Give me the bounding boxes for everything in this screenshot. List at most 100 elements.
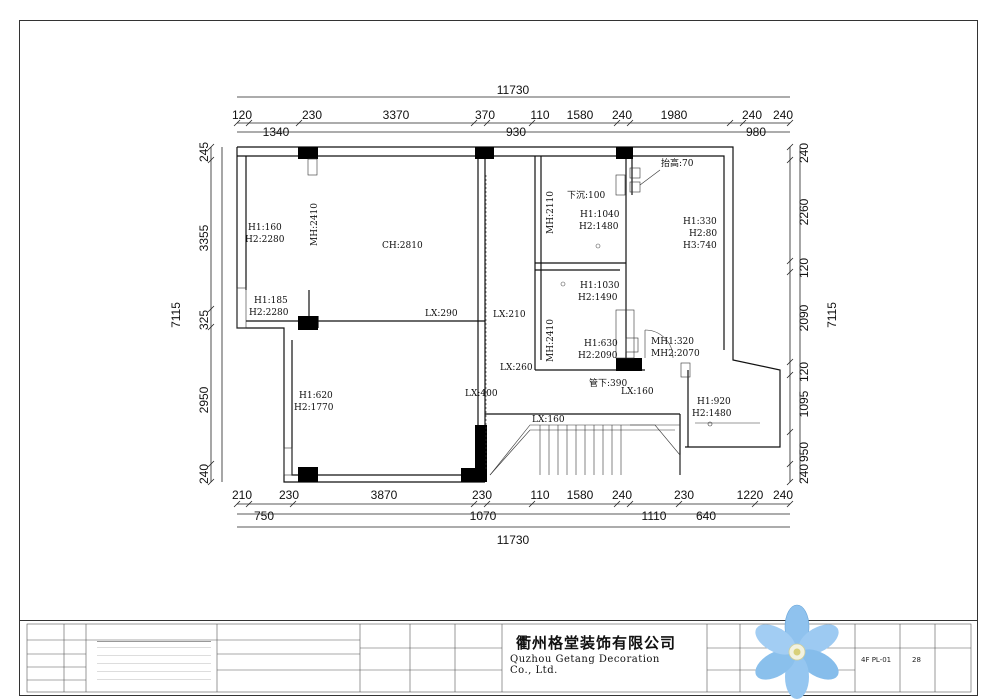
left-low-h2: H2:1770 [294, 403, 334, 413]
dims-top-row2: 1340 930 980 [263, 125, 767, 139]
dims-bottom-row1: 210 230 3870 230 110 1580 240 230 1220 2… [232, 488, 793, 502]
room-labels: H1:160 H2:2280 MH:2410 CH:2810 H1:185 H2… [245, 157, 732, 425]
svg-text:2090: 2090 [797, 304, 811, 331]
lx-400: LX:400 [465, 389, 498, 399]
svg-text:1220: 1220 [737, 488, 764, 502]
right-up-h2: H2:80 [689, 229, 717, 239]
mid-up-mh: MH:2110 [546, 191, 556, 234]
svg-text:3355: 3355 [197, 224, 211, 251]
page-number: 28 [912, 656, 921, 664]
svg-text:2260: 2260 [797, 198, 811, 225]
lx-210: LX:210 [493, 310, 526, 320]
walls [236, 146, 781, 483]
svg-text:1070: 1070 [470, 509, 497, 523]
svg-text:3870: 3870 [371, 488, 398, 502]
svg-text:240: 240 [797, 143, 811, 163]
svg-text:230: 230 [279, 488, 299, 502]
svg-text:120: 120 [797, 362, 811, 382]
structural-columns [298, 147, 642, 482]
svg-text:1095: 1095 [797, 390, 811, 417]
svg-text:230: 230 [302, 108, 322, 122]
svg-text:750: 750 [254, 509, 274, 523]
svg-text:2950: 2950 [197, 386, 211, 413]
mid-mid-h2: H2:1490 [578, 293, 618, 303]
svg-text:1580: 1580 [567, 108, 594, 122]
svg-text:3370: 3370 [383, 108, 410, 122]
svg-text:1110: 1110 [642, 509, 667, 523]
lx-290: LX:290 [425, 309, 458, 319]
svg-text:110: 110 [530, 488, 549, 502]
svg-text:7115: 7115 [825, 302, 839, 328]
svg-text:1340: 1340 [263, 125, 290, 139]
svg-text:240: 240 [797, 464, 811, 484]
mid-up-h1: H1:1040 [580, 210, 620, 220]
dimension-ticks [207, 119, 794, 508]
living-h1: H1:160 [248, 223, 282, 233]
svg-text:245: 245 [197, 142, 211, 162]
company-name-en: Quzhou Getang Decoration Co., Ltd. [510, 654, 660, 676]
general-notes [97, 633, 211, 684]
living-h2: H2:2280 [245, 235, 285, 245]
dims-top-row1: 120 230 3370 370 110 1580 240 1980 240 2… [232, 108, 793, 122]
dimension-lines [210, 96, 801, 528]
floor-drain-icon [595, 243, 601, 249]
svg-text:1580: 1580 [567, 488, 594, 502]
right-low-h2: H2:1480 [692, 409, 732, 419]
dims-left: 245 3355 325 2950 240 7115 [169, 142, 211, 484]
dim-bottom-total: 11730 [497, 533, 530, 547]
lx-160-right: LX:160 [621, 387, 654, 397]
svg-text:1980: 1980 [661, 108, 688, 122]
left-low-h1: H1:620 [299, 391, 333, 401]
svg-text:230: 230 [674, 488, 694, 502]
svg-text:930: 930 [506, 125, 526, 139]
company-name-cn: 衢州格堂装饰有限公司 [516, 634, 677, 652]
right-low-h1: H1:920 [697, 397, 731, 407]
svg-text:240: 240 [197, 464, 211, 484]
svg-text:370: 370 [475, 108, 495, 122]
sheet-number: 4F PL-01 [861, 656, 892, 664]
right-up-raise: 抬高:70 [661, 157, 694, 169]
left-mid-h1: H1:185 [254, 296, 288, 306]
dims-right: 240 2260 120 2090 120 1095 950 240 7115 [797, 143, 839, 484]
mid-up-h2: H2:1480 [579, 222, 619, 232]
right-up-h1: H1:330 [683, 217, 717, 227]
svg-text:240: 240 [612, 108, 632, 122]
svg-text:120: 120 [232, 108, 252, 122]
dims-bottom-row2: 750 1070 1110 640 [254, 509, 716, 523]
mid-mid-h1: H1:1030 [580, 281, 620, 291]
svg-text:640: 640 [696, 509, 716, 523]
pipe-drop: 管下:390 [589, 377, 627, 389]
sheet-border [19, 20, 978, 696]
floor-drain-icon [560, 281, 566, 287]
lx-160-stair: LX:160 [532, 415, 565, 425]
svg-text:210: 210 [232, 488, 252, 502]
svg-text:325: 325 [197, 310, 211, 330]
right-door-mh2: MH2:2070 [651, 349, 700, 359]
svg-text:7115: 7115 [169, 302, 183, 328]
svg-text:230: 230 [472, 488, 492, 502]
svg-text:240: 240 [742, 108, 762, 122]
svg-text:980: 980 [746, 125, 766, 139]
dim-top-total: 11730 [497, 83, 530, 97]
svg-text:950: 950 [797, 442, 811, 462]
svg-text:110: 110 [530, 108, 549, 122]
svg-text:240: 240 [612, 488, 632, 502]
living-mh: MH:2410 [310, 203, 320, 246]
right-door-mh1: MH1:320 [651, 337, 694, 347]
fixtures [236, 158, 760, 476]
right-up-h3: H3:740 [683, 241, 717, 251]
lx-260: LX:260 [500, 363, 533, 373]
svg-text:120: 120 [797, 258, 811, 278]
svg-text:240: 240 [773, 108, 793, 122]
living-ch: CH:2810 [382, 241, 423, 251]
mid-low-mh: MH:2410 [546, 319, 556, 362]
mid-low-h2: H2:2090 [578, 351, 618, 361]
staircase [489, 424, 681, 476]
left-mid-h2: H2:2280 [249, 308, 289, 318]
svg-text:240: 240 [773, 488, 793, 502]
mid-low-h1: H1:630 [584, 339, 618, 349]
